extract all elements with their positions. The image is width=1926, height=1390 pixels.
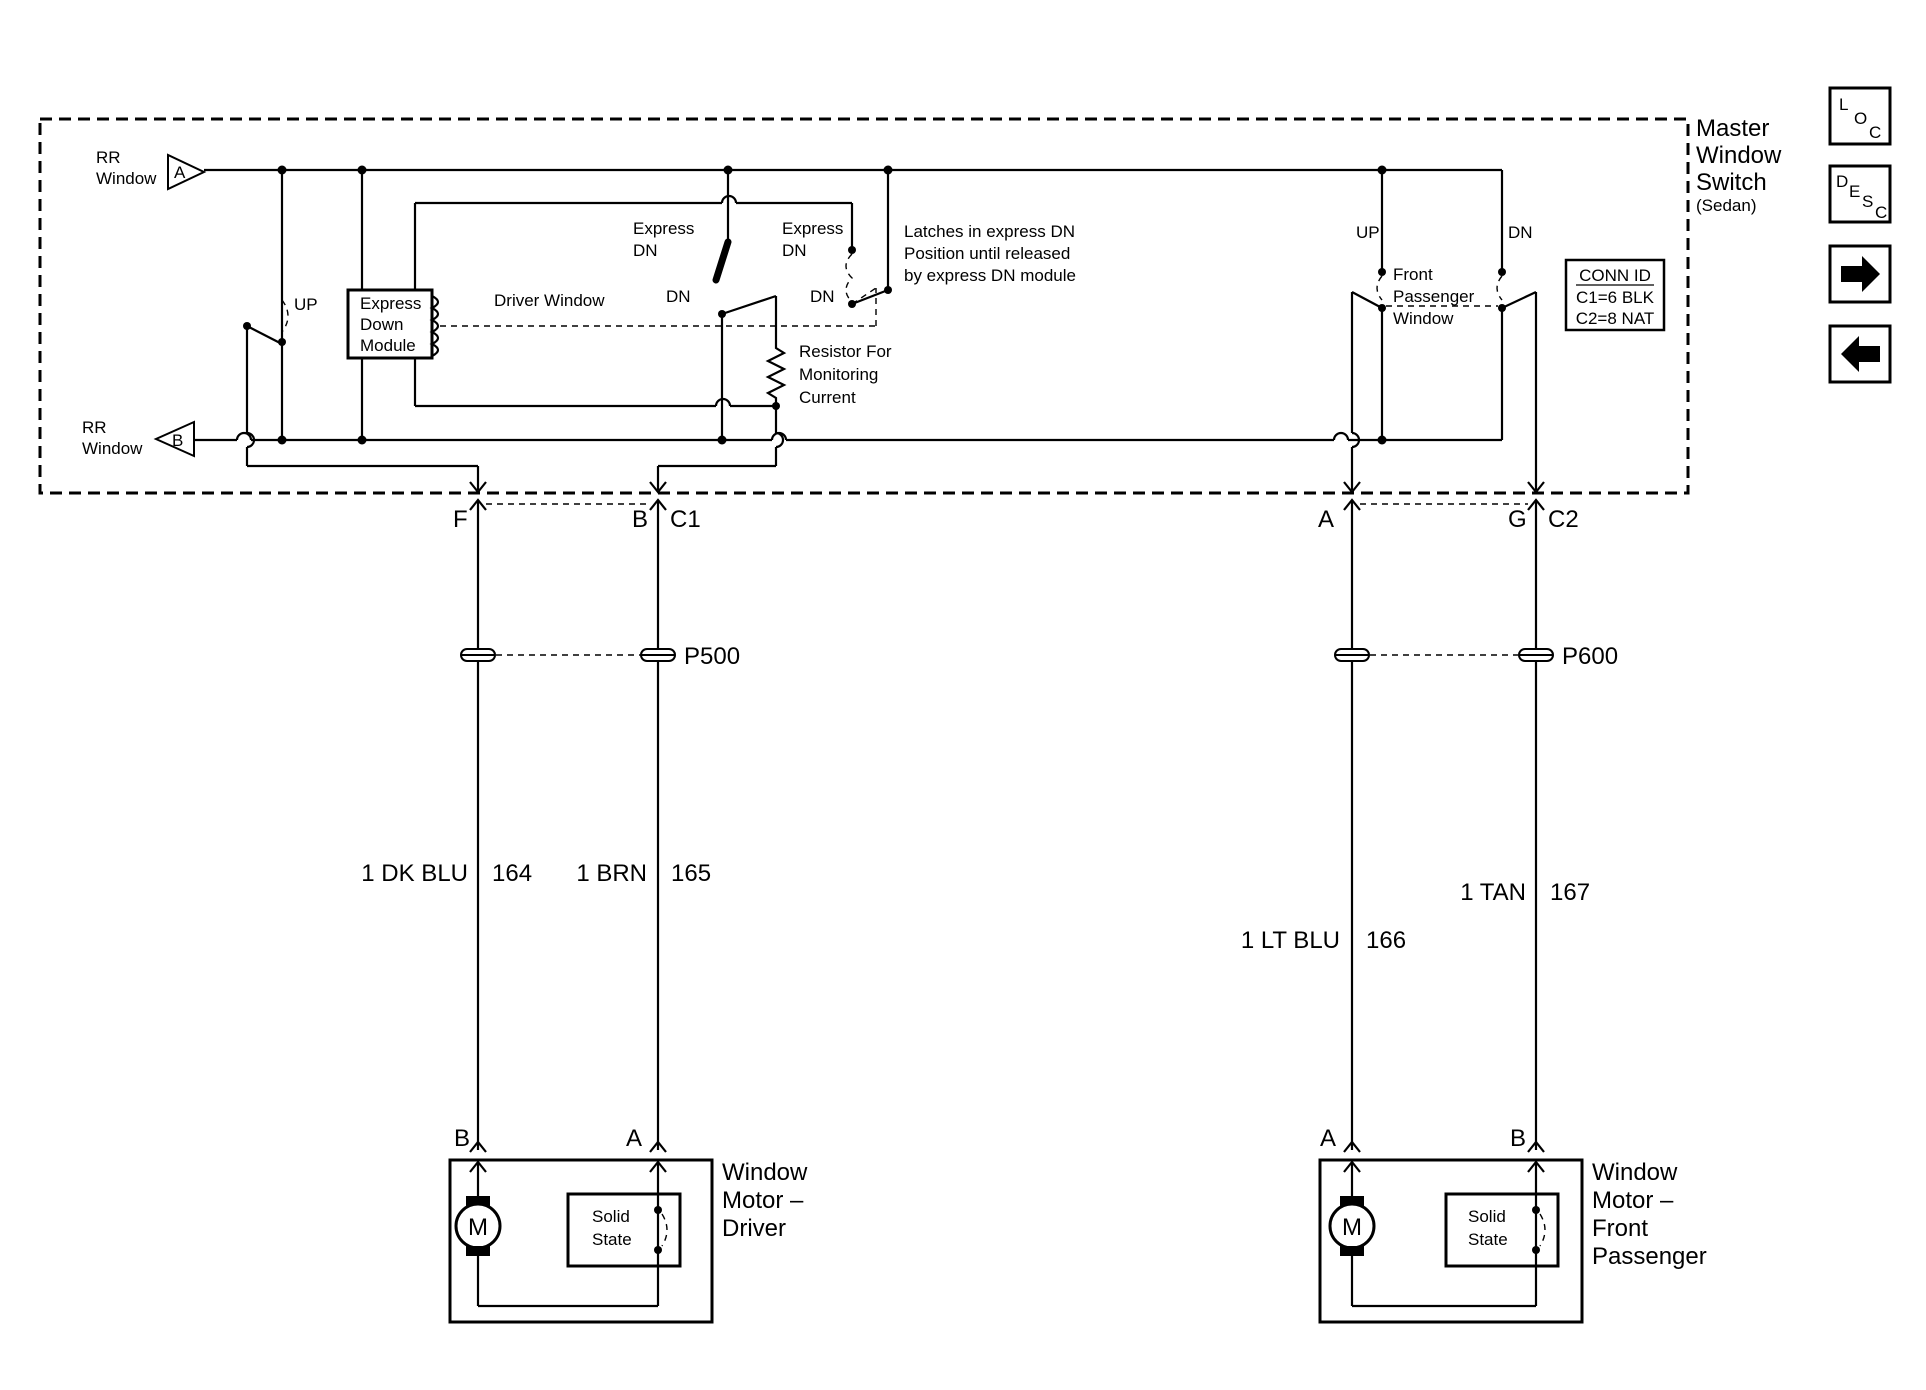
svg-text:166: 166: [1366, 927, 1406, 954]
svg-text:(Sedan): (Sedan): [1696, 196, 1756, 215]
svg-text:1 LT BLU: 1 LT BLU: [1241, 927, 1340, 954]
svg-text:Window: Window: [96, 169, 157, 188]
svg-text:165: 165: [671, 860, 711, 887]
svg-text:State: State: [1468, 1230, 1508, 1249]
next-page-button[interactable]: [1828, 244, 1892, 304]
svg-text:Window: Window: [1592, 1159, 1678, 1186]
svg-text:B: B: [172, 431, 183, 450]
svg-text:Express: Express: [360, 294, 421, 313]
svg-text:M: M: [468, 1214, 488, 1241]
svg-text:M: M: [1342, 1214, 1362, 1241]
arrow-right-icon: [1841, 256, 1880, 292]
svg-text:S: S: [1862, 192, 1873, 211]
wire-label-166: 1 LT BLU 166: [1241, 927, 1406, 954]
svg-text:Motor –: Motor –: [1592, 1187, 1674, 1214]
svg-text:State: State: [592, 1230, 632, 1249]
svg-text:B: B: [1510, 1125, 1526, 1152]
harness-wires: [476, 500, 1538, 1150]
desc-button[interactable]: D E S C: [1828, 164, 1892, 224]
switch-circuit: UP Express Down Module Driver Window: [194, 165, 1538, 490]
connector-c2: A G C2: [1318, 481, 1579, 533]
rr-window-a-connector: RR Window A: [96, 148, 207, 191]
svg-text:O: O: [1854, 109, 1867, 128]
svg-text:A: A: [174, 163, 186, 182]
svg-text:C2=8 NAT: C2=8 NAT: [1576, 309, 1655, 328]
svg-text:RR: RR: [96, 148, 121, 167]
svg-text:Solid: Solid: [1468, 1207, 1506, 1226]
rr-window-b-connector: RR Window B: [82, 418, 195, 458]
svg-text:A: A: [626, 1125, 642, 1152]
svg-text:CONN ID: CONN ID: [1579, 266, 1651, 285]
svg-text:Solid: Solid: [592, 1207, 630, 1226]
svg-text:1 BRN: 1 BRN: [576, 860, 647, 887]
loc-button[interactable]: L O C: [1828, 86, 1892, 146]
svg-text:DN: DN: [666, 287, 691, 306]
svg-text:DN: DN: [782, 241, 807, 260]
arrow-left-icon: [1841, 336, 1880, 372]
window-motor-driver: B A M Solid State Window Motor – Driver: [448, 1125, 808, 1324]
wire-label-164: 1 DK BLU 164: [361, 860, 532, 887]
wire-label-167: 1 TAN 167: [1460, 879, 1590, 906]
svg-text:C2: C2: [1548, 506, 1579, 533]
svg-text:Motor –: Motor –: [722, 1187, 804, 1214]
svg-text:Window: Window: [82, 439, 143, 458]
svg-text:Master: Master: [1696, 115, 1769, 142]
svg-text:C: C: [1875, 203, 1887, 222]
svg-text:164: 164: [492, 860, 532, 887]
svg-text:167: 167: [1550, 879, 1590, 906]
svg-text:C1=6 BLK: C1=6 BLK: [1576, 288, 1655, 307]
svg-text:DN: DN: [810, 287, 835, 306]
svg-text:Latches in express DN: Latches in express DN: [904, 222, 1075, 241]
svg-text:D: D: [1836, 172, 1848, 191]
svg-text:Switch: Switch: [1696, 169, 1767, 196]
svg-text:B: B: [632, 506, 648, 533]
svg-text:Front: Front: [1393, 265, 1433, 284]
svg-text:UP: UP: [1356, 223, 1380, 242]
svg-text:Position until released: Position until released: [904, 244, 1070, 263]
svg-text:Module: Module: [360, 336, 416, 355]
svg-text:by express DN module: by express DN module: [904, 266, 1076, 285]
svg-text:RR: RR: [82, 418, 107, 437]
svg-text:Window: Window: [722, 1159, 808, 1186]
svg-text:C1: C1: [670, 506, 701, 533]
svg-text:P500: P500: [684, 643, 740, 670]
svg-text:L: L: [1839, 95, 1848, 114]
svg-text:Express: Express: [633, 219, 694, 238]
svg-text:Down: Down: [360, 315, 403, 334]
master-switch-boundary: [38, 117, 1690, 495]
connector-p600: P600: [1334, 643, 1618, 670]
window-motor-front-passenger: A B M Solid State Window Motor – Front P…: [1318, 1125, 1707, 1324]
svg-text:UP: UP: [294, 295, 318, 314]
svg-text:Driver Window: Driver Window: [494, 291, 605, 310]
svg-text:E: E: [1849, 182, 1860, 201]
svg-text:F: F: [453, 506, 468, 533]
svg-text:G: G: [1508, 506, 1527, 533]
conn-id-box: CONN ID C1=6 BLK C2=8 NAT: [1564, 258, 1666, 332]
svg-text:DN: DN: [633, 241, 658, 260]
svg-text:Front: Front: [1592, 1215, 1648, 1242]
svg-text:Passenger: Passenger: [1592, 1243, 1707, 1270]
connector-c1: F B C1: [453, 481, 701, 533]
svg-text:Resistor For: Resistor For: [799, 342, 892, 361]
svg-text:Passenger: Passenger: [1393, 287, 1475, 306]
svg-text:B: B: [454, 1125, 470, 1152]
svg-text:Window: Window: [1393, 309, 1454, 328]
svg-text:Monitoring: Monitoring: [799, 365, 878, 384]
svg-text:1 TAN: 1 TAN: [1460, 879, 1526, 906]
svg-text:DN: DN: [1508, 223, 1533, 242]
svg-text:Window: Window: [1696, 142, 1782, 169]
svg-text:A: A: [1320, 1125, 1336, 1152]
prev-page-button[interactable]: [1828, 324, 1892, 384]
svg-text:A: A: [1318, 506, 1334, 533]
master-switch-title: Master Window Switch (Sedan): [1696, 115, 1782, 215]
wire-label-165: 1 BRN 165: [576, 860, 711, 887]
svg-text:1 DK BLU: 1 DK BLU: [361, 860, 468, 887]
svg-text:P600: P600: [1562, 643, 1618, 670]
svg-text:Current: Current: [799, 388, 856, 407]
svg-text:C: C: [1869, 123, 1881, 142]
svg-text:Driver: Driver: [722, 1215, 786, 1242]
connector-p500: P500: [460, 643, 740, 670]
svg-text:Express: Express: [782, 219, 843, 238]
